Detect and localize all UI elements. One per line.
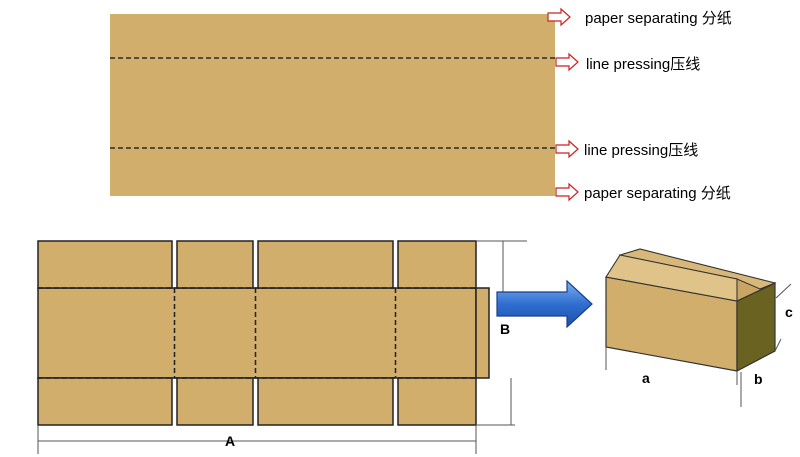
assembled-box: [605, 248, 777, 372]
hollow-right-arrow-icon: [555, 139, 579, 159]
hollow-right-arrow-icon: [555, 182, 579, 202]
label-line-pressing-2: line pressing压线: [584, 142, 698, 159]
label-paper-separating-bottom: paper separating 分纸: [584, 185, 731, 202]
dimension-b-height: [476, 240, 527, 426]
label-paper-separating-top: paper separating 分纸: [585, 10, 732, 27]
dimension-label-B: B: [500, 321, 510, 337]
box-label-a: a: [642, 370, 650, 386]
box-label-b: b: [754, 371, 763, 387]
box-dimension-lines: [605, 283, 792, 407]
carton-blank: [37, 240, 490, 426]
corrugated-sheet: [110, 14, 555, 196]
hollow-right-arrow-icon: [555, 52, 579, 72]
box-label-c: c: [785, 304, 793, 320]
hollow-right-arrow-icon: [547, 7, 571, 27]
dimension-label-A: A: [225, 433, 235, 449]
dimension-a-length: [37, 425, 477, 454]
label-line-pressing-1: line pressing压线: [586, 56, 700, 73]
blue-right-arrow-icon: [496, 279, 593, 329]
